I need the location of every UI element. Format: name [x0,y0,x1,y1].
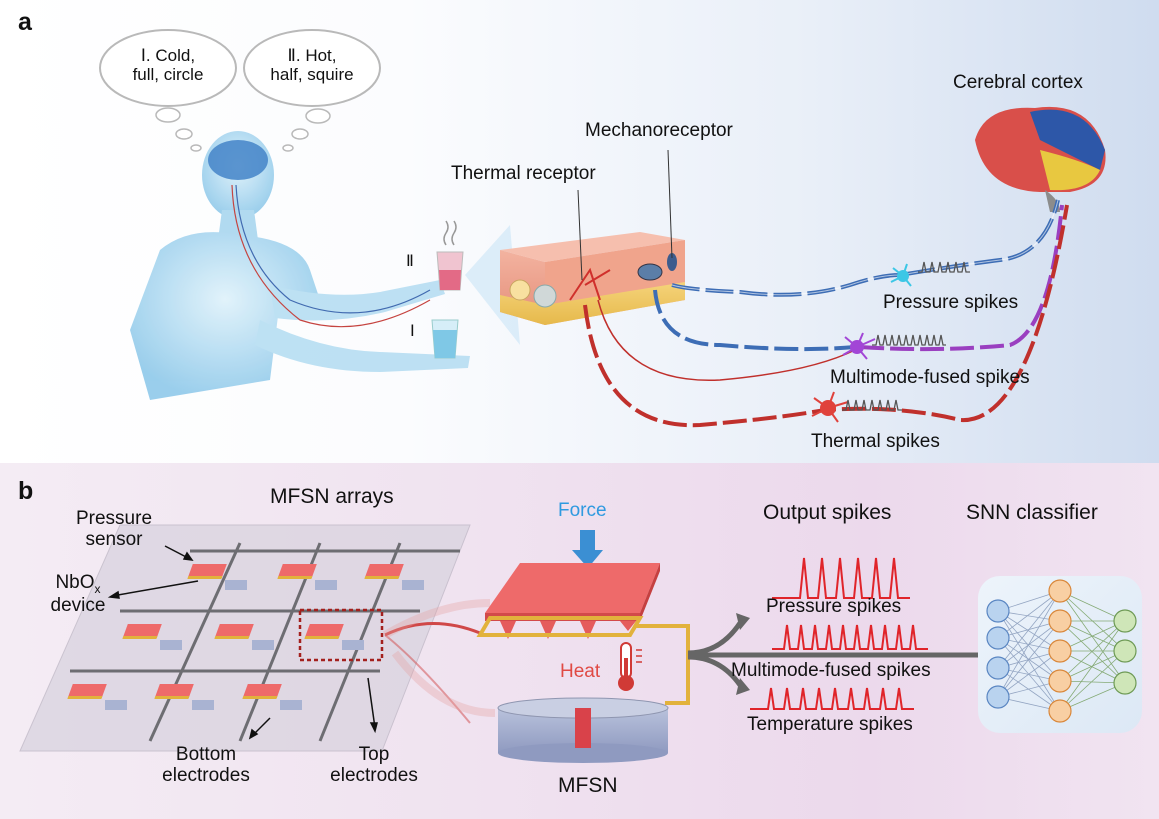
output-spikes-title: Output spikes [763,501,892,524]
panel-b-illustration [19,524,1142,763]
multimode-neuron-icon [842,332,876,360]
temperature-spikes-output-label: Temperature spikes [747,714,913,735]
pressure-spikes-output-label: Pressure spikes [766,596,902,617]
pressure-sensor-label: Pressure sensor [58,508,170,551]
bottom-electrodes-line-2: electrodes [162,764,250,786]
highlight-box [298,608,384,662]
nbox-sub: x [94,581,101,596]
snn-classifier-title: SNN classifier [966,501,1098,524]
output-fork [687,621,770,687]
pressure-sensor-plate [476,563,660,639]
thermal-neuron-icon [811,391,849,423]
output-temperature-spikes [750,687,914,710]
pressure-spikes-label: Pressure spikes [883,292,1019,313]
panel-b: b MFSN arrays Pressure sensor NbOx devic… [0,463,1159,819]
multimode-spikes-output-label: Multimode-fused spikes [731,660,931,681]
thought-1-line-1: Ⅰ. Cold, [140,46,196,65]
cerebral-cortex-label: Cerebral cortex [953,72,1083,93]
pressure-sensor-line-2: sensor [85,528,143,550]
mfsn-arrays-title: MFSN arrays [270,485,394,508]
thought-cloud-1 [99,29,237,152]
panel-a: a Ⅰ. Cold, full, circle Ⅱ. Hot, half, sq… [0,0,1159,463]
annotation-arrows [107,545,378,740]
snn-network-icon [978,576,1142,733]
top-electrodes-label: Top electrodes [318,744,430,787]
pressure-sensor-line-1: Pressure [75,508,153,529]
top-electrodes-line-2: electrodes [330,764,418,786]
thermal-spike-train [842,399,902,411]
thermometer-icon [618,642,642,691]
force-arrow-icon [572,530,603,568]
thought-1-text: Ⅰ. Cold, full, circle [120,46,216,84]
thought-cloud-2 [243,29,381,152]
mfsn-label: MFSN [558,774,618,797]
panel-a-illustration [99,29,1106,428]
thought-1-line-2: full, circle [132,64,204,84]
panel-b-letter: b [18,477,34,505]
panel-a-letter: a [18,8,32,36]
gold-wire [635,624,690,705]
cup-label-1: Ⅰ [410,323,415,340]
bottom-electrodes-line-1: Bottom [175,744,237,765]
output-pressure-spikes [772,557,910,599]
nbox-line-1: NbOx [30,572,126,596]
brain-icon [208,140,268,180]
pressure-spike-train [918,261,970,273]
nbox-line-2: device [50,594,106,616]
cold-cup-icon [431,319,459,359]
cerebral-cortex-icon [975,106,1106,212]
thought-2-text: Ⅱ. Hot, half, squire [262,46,362,84]
pressure-neuron-icon [890,263,912,287]
top-electrodes-line-1: Top [358,744,390,765]
skin-block-icon [500,232,685,325]
thermal-receptor-label: Thermal receptor [451,163,596,184]
mechanoreceptor-label: Mechanoreceptor [585,120,733,141]
output-multimode-spikes [772,624,928,650]
nbox-cylinder [497,697,669,763]
cup-label-2: Ⅱ [406,253,414,270]
nbox-base: NbO [55,572,95,593]
heat-label: Heat [560,661,601,682]
thought-2-line-1: Ⅱ. Hot, [287,46,337,65]
multimode-spikes-label: Multimode-fused spikes [830,367,1030,388]
bottom-electrodes-label: Bottom electrodes [150,744,262,787]
hot-cup-icon [436,220,464,291]
multimode-pathway [859,204,1064,352]
human-figure [130,131,470,400]
device-array [67,564,424,710]
thought-2-line-2: half, squire [270,64,354,84]
multimode-spike-train [872,334,946,346]
nbox-device-label: NbOx device [30,572,126,617]
force-label: Force [558,500,607,521]
thermal-spikes-label: Thermal spikes [811,431,940,452]
